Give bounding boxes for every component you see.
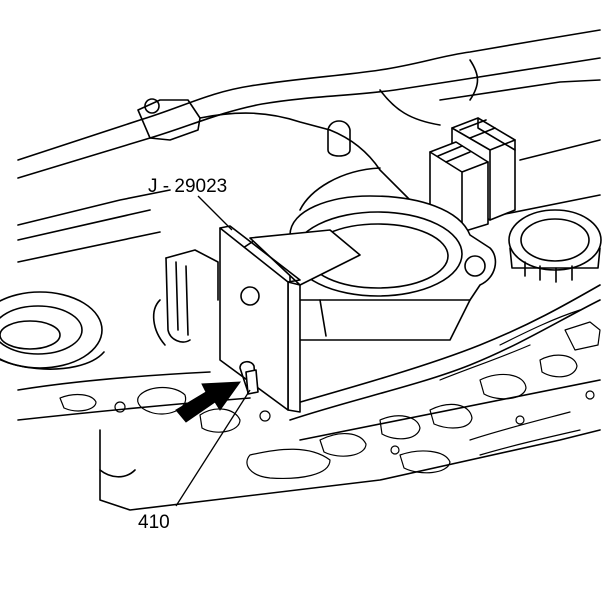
left-seal xyxy=(0,291,105,370)
part-callout-label: 410 xyxy=(138,512,170,533)
leader-lines xyxy=(175,195,251,507)
pointing-arrow-icon xyxy=(175,381,242,423)
tool-callout-label: J - 29023 xyxy=(148,176,227,197)
spacer-plate xyxy=(17,284,601,511)
round-port xyxy=(508,209,602,283)
part-410 xyxy=(245,369,259,395)
tool-j29023-plate xyxy=(219,225,361,413)
left-bracket xyxy=(152,249,219,346)
